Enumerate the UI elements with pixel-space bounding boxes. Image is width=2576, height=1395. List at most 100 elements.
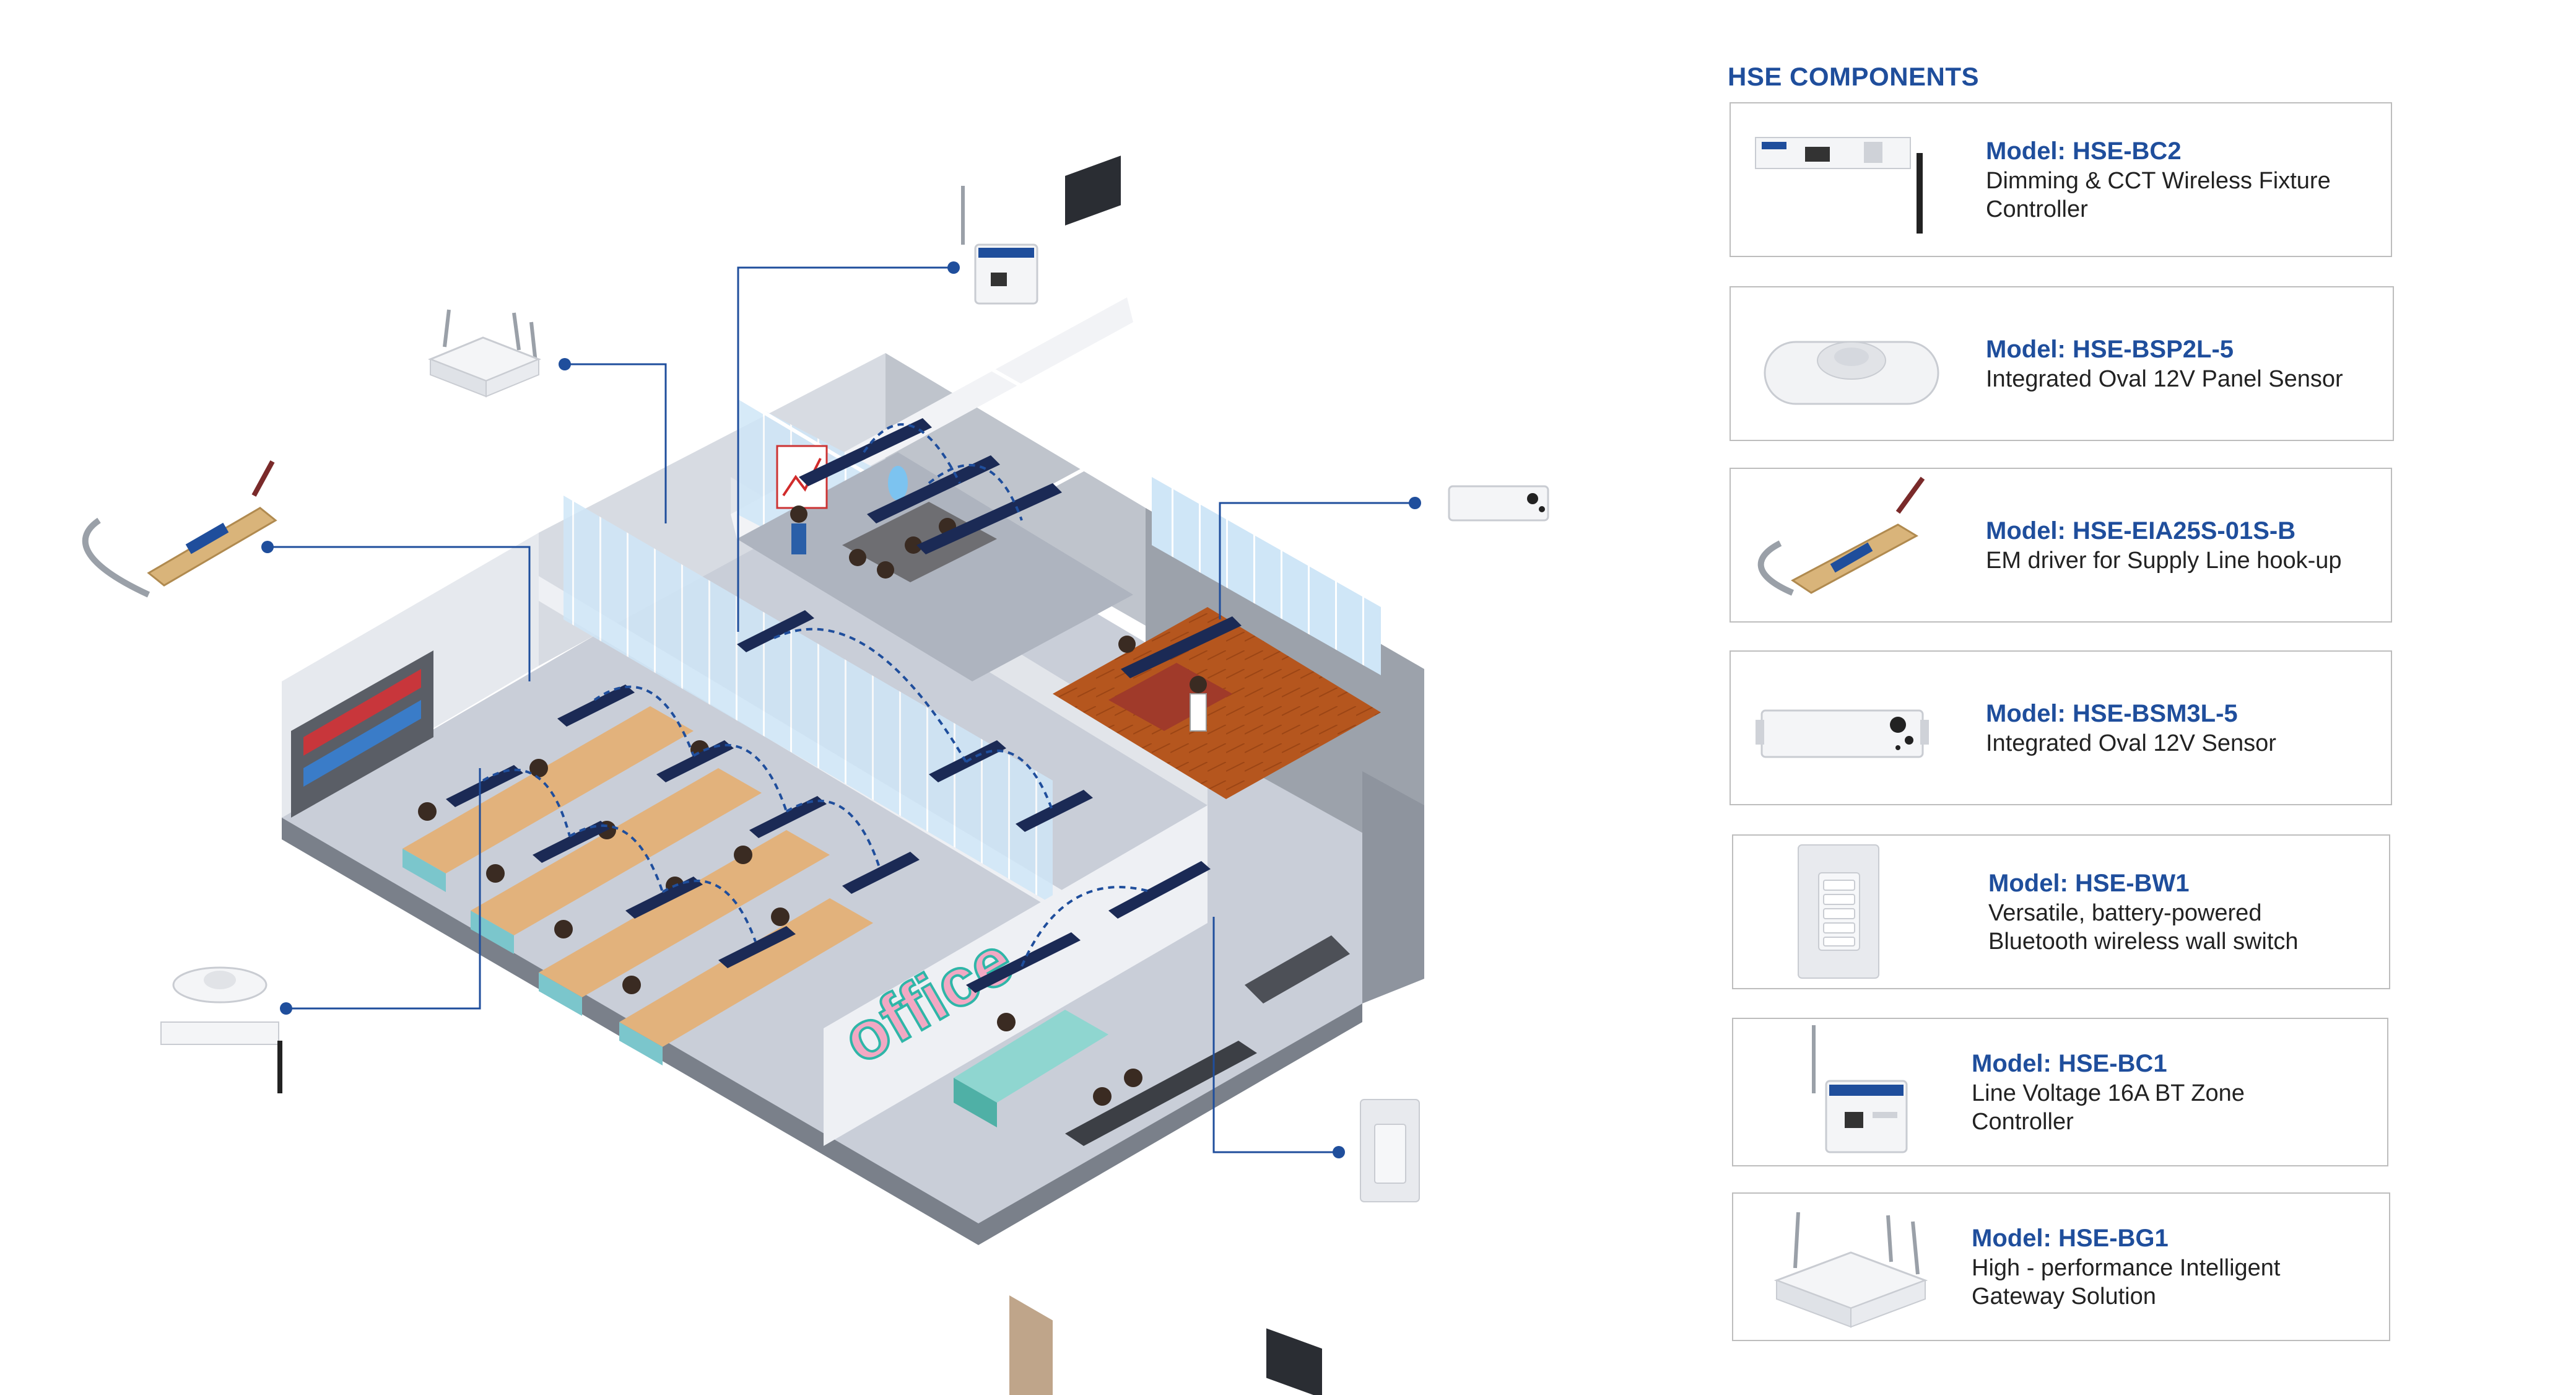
wireless-arc — [785, 800, 881, 868]
connector-dot — [559, 358, 571, 370]
wireless-arc — [568, 824, 664, 893]
oval-sensor-icon — [1749, 652, 1935, 804]
component-description: Integrated Oval 12V Panel Sensor — [1986, 366, 2343, 392]
connector-dot — [1333, 1146, 1345, 1158]
manager-office — [1009, 155, 1381, 1395]
sofa — [1245, 935, 1350, 1004]
light-panel — [1016, 790, 1093, 832]
presenter-body — [791, 523, 806, 554]
wireless-arc — [863, 423, 961, 484]
desk-row-front — [471, 911, 514, 954]
wall-switch-device-icon — [1360, 1099, 1420, 1202]
component-model: Model: HSE-BSP2L-5 — [1986, 336, 2234, 363]
component-card-hse-bsp2l-5: Model: HSE-BSP2L-5 Integrated Oval 12V P… — [1730, 286, 2394, 441]
light-panel — [749, 796, 827, 838]
component-text: Model: HSE-BC2 Dimming & CCT Wireless Fi… — [1986, 103, 2378, 256]
desk-row — [619, 898, 873, 1047]
connector-fixture-controller — [286, 768, 481, 1010]
visitor — [1124, 1069, 1142, 1087]
gateway-icon — [1764, 1194, 1950, 1340]
outer-wall-right — [1362, 771, 1424, 1004]
light-panel — [625, 877, 703, 919]
connector-dots — [261, 261, 1421, 1158]
component-description: EM driver for Supply Line hook-up — [1986, 548, 2342, 574]
wall-tv — [1065, 155, 1121, 225]
worker — [554, 920, 573, 938]
connector-gateway — [565, 363, 667, 523]
light-panel — [557, 684, 635, 727]
gateway-device-icon — [427, 309, 542, 398]
component-text: Model: HSE-BG1 High - performance Intell… — [1972, 1194, 2377, 1340]
meeting-person — [877, 561, 894, 579]
worker — [529, 759, 548, 777]
wireless-links — [482, 423, 1152, 967]
wireless-arc — [773, 628, 967, 763]
glass-wall-office — [564, 496, 1053, 904]
component-description: Integrated Oval 12V Sensor — [1986, 730, 2276, 756]
sensor-device-icon — [1448, 485, 1549, 522]
meeting-person — [905, 536, 922, 554]
visitor — [1190, 676, 1207, 693]
component-card-hse-eia25s-01s-b: Model: HSE-EIA25S-01S-B EM driver for Su… — [1730, 468, 2392, 623]
wireless-arc — [928, 463, 1023, 521]
light-panel — [446, 765, 523, 807]
component-description: Line Voltage 16A BT Zone Controller — [1972, 1080, 2245, 1135]
reception-desk — [954, 1010, 1108, 1103]
em-driver-device-icon — [82, 460, 277, 598]
lobby-bench — [1065, 1041, 1257, 1146]
light-panel — [1121, 616, 1242, 678]
wireless-arc — [965, 750, 1054, 812]
component-model: Model: HSE-BW1 — [1988, 870, 2190, 897]
worker — [771, 907, 790, 926]
component-model: Model: HSE-EIA25S-01S-B — [1986, 517, 2296, 544]
open-office — [291, 650, 873, 1065]
light-panels — [446, 418, 1242, 993]
meeting-person — [849, 549, 866, 566]
panel-sensor-device-icon — [160, 966, 282, 1093]
em-driver-icon — [1743, 469, 1947, 621]
visitor-body — [1190, 693, 1207, 732]
desk-row — [471, 768, 762, 935]
component-text: Model: HSE-BC1 Line Voltage 16A BT Zone … — [1972, 1019, 2375, 1165]
visitor — [1093, 1087, 1112, 1106]
desk-row-front — [619, 1022, 663, 1065]
connector-lines — [268, 266, 1415, 1153]
component-card-hse-bw1: Model: HSE-BW1 Versatile, battery-powere… — [1732, 834, 2390, 989]
reception: office — [824, 805, 1350, 1395]
wireless-arc — [692, 744, 788, 812]
component-card-hse-bsm3l-5: Model: HSE-BSM3L-5 Integrated Oval 12V S… — [1730, 650, 2392, 805]
connector-dot — [1409, 497, 1421, 509]
worker — [734, 846, 752, 864]
wall-switch-icon — [1789, 836, 1913, 988]
reception-desk-front — [954, 1078, 997, 1127]
wood-floor — [1053, 607, 1381, 799]
component-text: Model: HSE-BSP2L-5 Integrated Oval 12V P… — [1986, 287, 2380, 440]
component-text: Model: HSE-BW1 Versatile, battery-powere… — [1988, 836, 2377, 988]
light-panel — [867, 455, 1000, 523]
component-description: High - performance Intelligent Gateway S… — [1972, 1255, 2281, 1310]
component-description: Versatile, battery-powered Bluetooth wir… — [1988, 900, 2299, 955]
component-model: Model: HSE-BC2 — [1986, 138, 2182, 165]
reception-wall — [824, 805, 1208, 1146]
connector-dot — [947, 261, 960, 274]
manager-door — [1009, 1295, 1053, 1395]
worker — [486, 864, 505, 883]
connector-em-driver — [268, 546, 531, 681]
panel-title: HSE COMPONENTS — [1728, 62, 1980, 91]
component-card-hse-bc1: Model: HSE-BC1 Line Voltage 16A BT Zone … — [1732, 1018, 2388, 1166]
light-panel — [799, 418, 932, 486]
light-panel — [533, 821, 610, 863]
connector-dot — [280, 1002, 292, 1015]
light-panel — [916, 483, 1062, 554]
desk-row-front — [539, 973, 582, 1016]
component-model: Model: HSE-BG1 — [1972, 1225, 2169, 1252]
connector-zone-controller — [737, 266, 954, 632]
receptionist — [997, 1013, 1016, 1031]
presenter — [790, 505, 807, 523]
component-description: Dimming & CCT Wireless Fixture Controlle… — [1986, 168, 2331, 222]
desk-row — [539, 830, 830, 997]
component-model: Model: HSE-BSM3L-5 — [1986, 700, 2238, 727]
component-model: Model: HSE-BC1 — [1972, 1050, 2167, 1077]
connector-dot — [261, 541, 274, 553]
